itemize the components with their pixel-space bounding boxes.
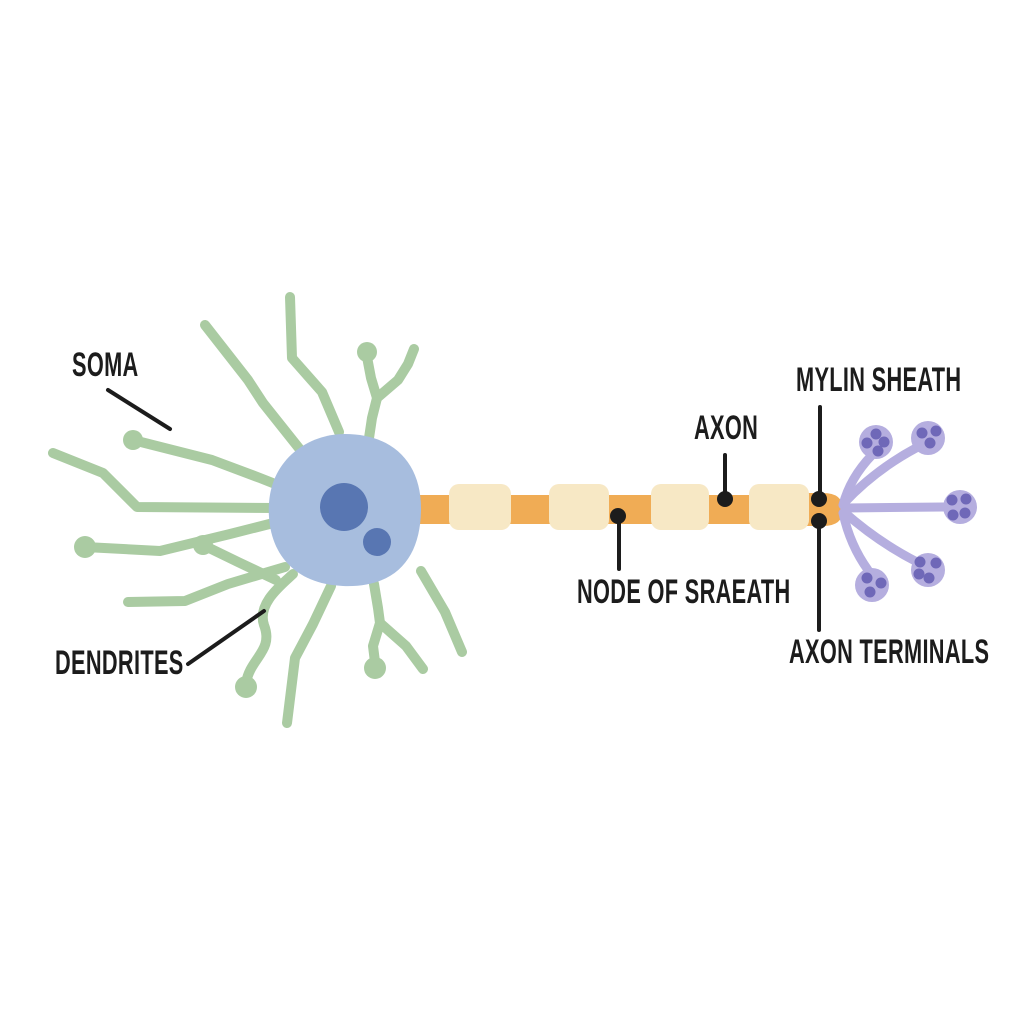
vesicle	[923, 572, 935, 584]
terminal-stem	[840, 502, 948, 513]
annotations-group	[106, 388, 827, 666]
vesicle	[960, 493, 972, 505]
vesicle	[930, 425, 942, 437]
dendrites-pointer-line	[186, 609, 266, 666]
dendrite-tip	[235, 676, 257, 698]
terminal-bulb	[943, 490, 977, 524]
vesicle	[875, 577, 887, 589]
label-axon-terminals: AXON TERMINALS	[789, 633, 990, 671]
node-pointer-dot	[610, 508, 626, 524]
vesicle	[870, 428, 882, 440]
terminal-bulb	[859, 425, 893, 459]
dendrite	[372, 344, 419, 403]
soma-group	[268, 434, 422, 587]
vesicle	[861, 572, 873, 584]
label-dendrites: DENDRITES	[55, 644, 184, 682]
dendrites-group	[48, 292, 467, 728]
label-axon: AXON	[694, 409, 759, 447]
nucleolus	[363, 528, 391, 556]
label-node-of-ranvier: NODE OF SRAEATH	[577, 573, 791, 611]
dendrite	[200, 320, 307, 457]
dendrite-tip	[123, 430, 143, 450]
dendrite-tip	[357, 342, 377, 362]
synaptic-vesicles	[861, 425, 972, 598]
terminal-stem	[838, 508, 873, 575]
vesicle	[872, 445, 884, 457]
vesicle	[930, 557, 942, 569]
terminal-stem	[839, 443, 921, 508]
label-soma: SOMA	[72, 346, 139, 384]
vesicle	[924, 437, 936, 449]
dendrite	[282, 581, 336, 728]
myelin-segment	[449, 484, 511, 530]
vesicle	[959, 507, 971, 519]
vesicle	[861, 437, 873, 449]
myelin-pointer-dot	[811, 491, 827, 507]
vesicle	[947, 509, 959, 521]
dendrite	[80, 513, 298, 556]
axon-terminals-group	[838, 421, 977, 602]
myelin-segment	[549, 484, 609, 530]
myelin-segment	[651, 484, 709, 530]
dendrite-tip	[193, 535, 213, 555]
vesicle	[946, 494, 958, 506]
dendrite	[241, 569, 298, 688]
vesicle	[916, 427, 928, 439]
dendrite	[285, 292, 344, 437]
vesicle	[878, 436, 890, 448]
soma-pointer-line	[106, 388, 172, 431]
myelin-segment	[749, 484, 809, 530]
dendrite	[123, 562, 290, 607]
vesicle	[913, 568, 925, 580]
axon-pointer-dot	[717, 491, 733, 507]
dendrite	[416, 566, 467, 657]
vesicle	[864, 586, 876, 598]
nucleus	[320, 483, 368, 531]
dendrite	[375, 618, 428, 674]
dendrite-tip	[364, 657, 386, 679]
vesicle	[914, 556, 926, 568]
dendrite	[48, 448, 283, 513]
dendrite-tip	[74, 536, 96, 558]
terminals-pointer-dot	[811, 513, 827, 529]
axon-group	[410, 484, 843, 530]
terminal-stem	[839, 507, 922, 567]
label-myelin-sheath: MYLIN SHEATH	[796, 361, 962, 399]
